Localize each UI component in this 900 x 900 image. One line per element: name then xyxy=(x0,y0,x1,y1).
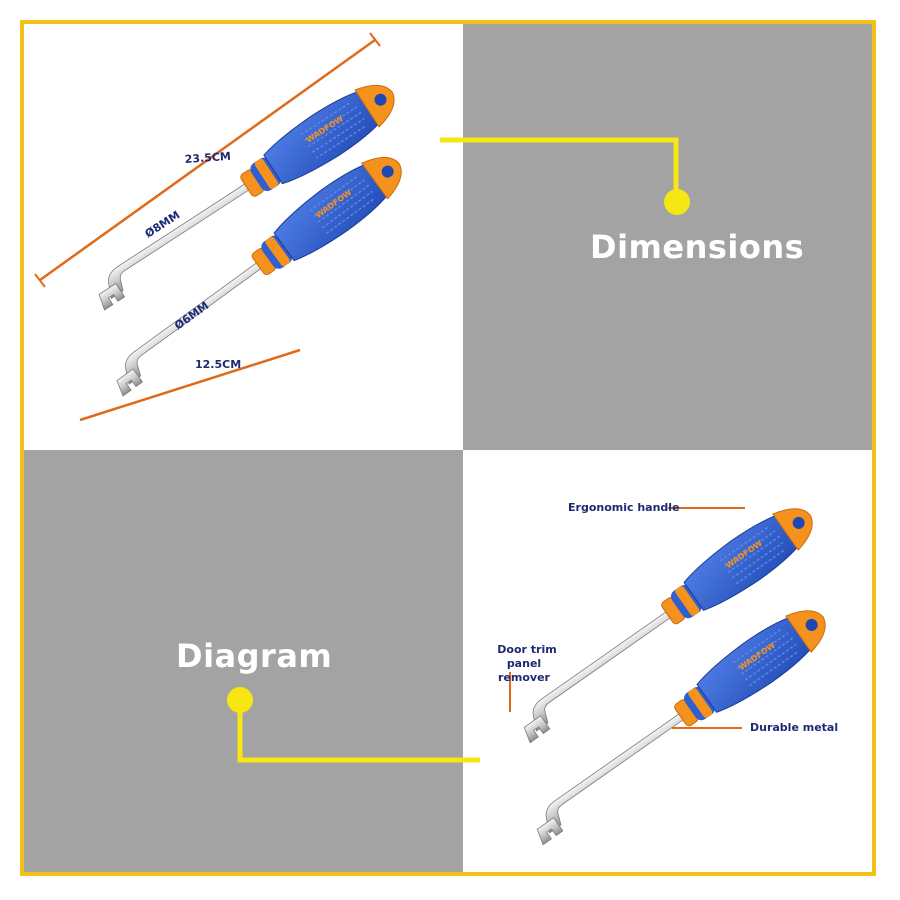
diagram-connector-dot xyxy=(227,687,253,713)
dimensions-title-panel xyxy=(463,24,876,450)
overall-length-text: 23.5CM xyxy=(184,150,231,166)
dim-tick-2 xyxy=(369,32,381,47)
dimensions-connector-dot xyxy=(664,189,690,215)
dim-tick-1 xyxy=(34,273,46,288)
small-length-line xyxy=(79,348,301,422)
tip-callout-line1: Door trim xyxy=(497,643,557,656)
overall-length-line xyxy=(39,38,376,282)
diagram-title-panel xyxy=(24,450,463,876)
dimensions-title: Dimensions xyxy=(590,228,805,266)
dimensions-connector xyxy=(440,137,679,195)
small-length-text: 12.5CM xyxy=(195,358,241,371)
diagram-title: Diagram xyxy=(176,637,333,675)
handle-callout: Ergonomic handle xyxy=(568,501,680,514)
tip-callout: Door trim panel remover xyxy=(487,643,567,685)
tip-callout-line2: panel remover xyxy=(498,657,550,684)
diagram-connector xyxy=(237,705,480,763)
shaft-callout: Durable metal xyxy=(750,721,839,734)
yellow-frame xyxy=(20,20,876,876)
